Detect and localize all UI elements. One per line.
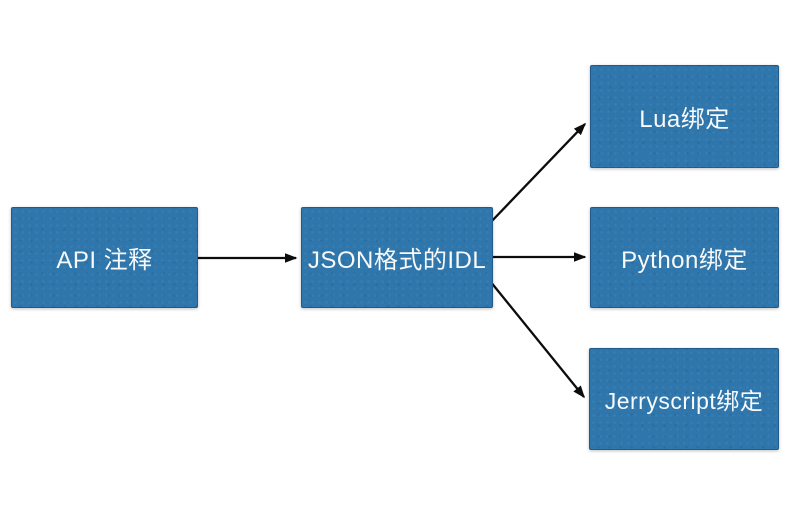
node-python-binding-label: Python绑定 bbox=[621, 247, 748, 274]
arrow-idl-to-lua bbox=[488, 122, 587, 225]
node-api-annotations-label: API 注释 bbox=[56, 247, 153, 274]
node-lua-binding: Lua绑定 bbox=[590, 65, 779, 168]
node-json-idl: JSON格式的IDL bbox=[301, 207, 493, 308]
node-jerryscript-binding: Jerryscript绑定 bbox=[589, 348, 779, 450]
node-json-idl-label: JSON格式的IDL bbox=[307, 247, 487, 274]
node-python-binding: Python绑定 bbox=[590, 207, 779, 308]
node-lua-binding-label: Lua绑定 bbox=[639, 106, 730, 133]
arrow-idl-to-jerryscript bbox=[489, 280, 585, 399]
node-jerryscript-binding-label: Jerryscript绑定 bbox=[604, 388, 764, 414]
node-api-annotations: API 注释 bbox=[11, 207, 198, 308]
